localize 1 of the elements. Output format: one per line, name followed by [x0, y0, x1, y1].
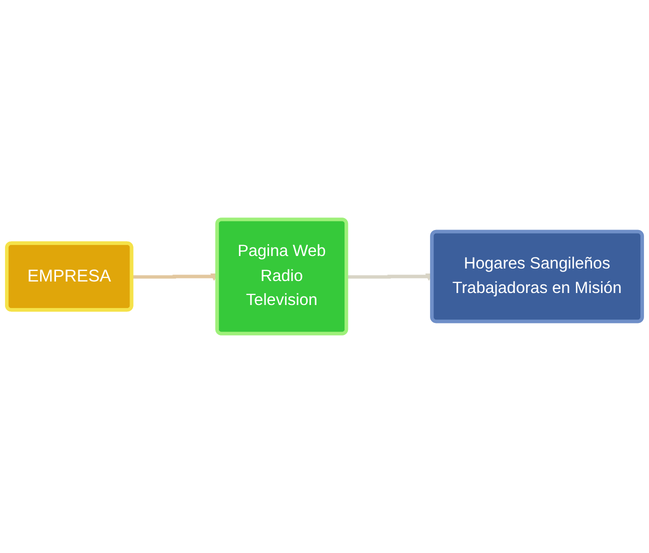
arrow: [132, 273, 218, 281]
